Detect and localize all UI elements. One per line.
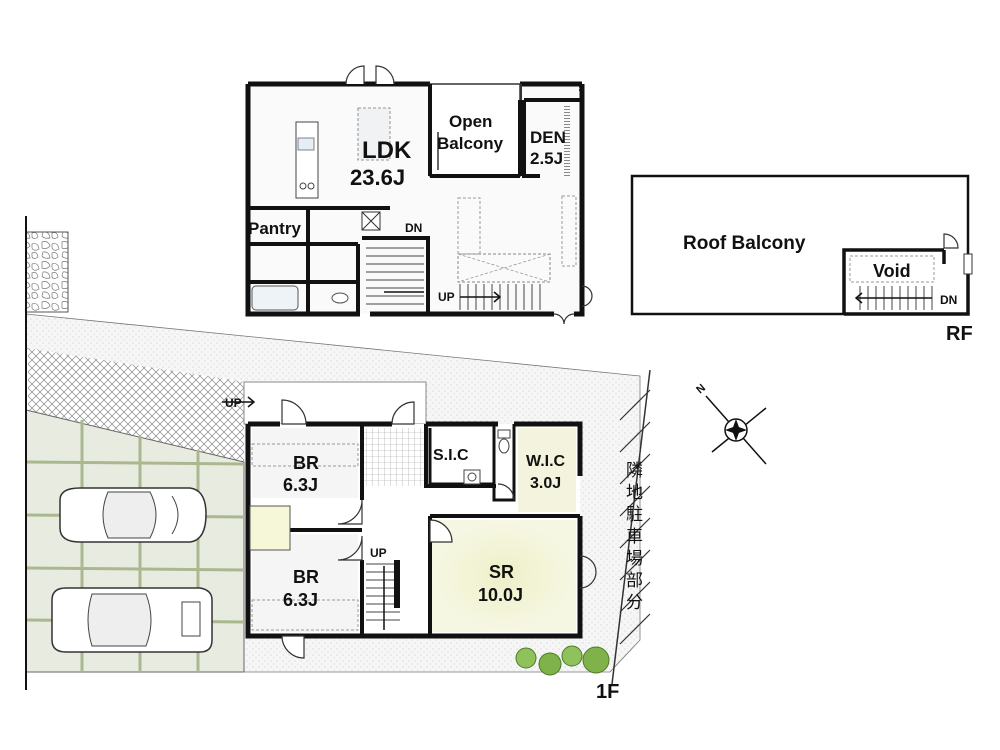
open-balcony-label-line2: Balcony <box>437 134 504 153</box>
neighbor-parking-char: 部 <box>626 571 643 591</box>
br1-name: BR <box>293 453 319 473</box>
stair-2f-dn-label: DN <box>405 221 422 235</box>
neighbor-parking-char: 車 <box>626 527 643 547</box>
neighbor-parking-char: 駐 <box>626 505 643 525</box>
car-top <box>59 487 207 543</box>
br2-name: BR <box>293 567 319 587</box>
sr-size: 10.0J <box>478 585 523 605</box>
stair-2f-up-label: UP <box>438 290 455 304</box>
stair-rf-dn-label: DN <box>940 293 957 307</box>
ldk-name: LDK <box>362 137 412 164</box>
floor-2f: LDK 23.6J Open Balcony DEN 2.5J Pantry D… <box>245 65 593 325</box>
open-balcony <box>429 83 521 177</box>
den-name: DEN <box>530 128 566 147</box>
den-size: 2.5J <box>530 149 563 168</box>
floor-rf: Roof Balcony Void DN RF <box>630 174 973 345</box>
sr-name: SR <box>489 562 514 582</box>
sic-label: S.I.C <box>433 447 469 464</box>
floor-1f: BR 6.3J BR 6.3J S.I.C W.I.C 3.0J SR 10.0… <box>222 381 619 703</box>
compass-icon: N <box>694 382 767 465</box>
compass-north-label: N <box>694 382 708 396</box>
br2-size: 6.3J <box>283 590 318 610</box>
level-rf-label: RF <box>946 323 973 345</box>
neighbor-parking-label: 隣 地 駐 車 場 部 分 <box>626 461 643 613</box>
neighbor-parking-char: 隣 <box>626 461 643 481</box>
br1-size: 6.3J <box>283 475 318 495</box>
void-label: Void <box>873 261 911 281</box>
wic-size: 3.0J <box>530 475 561 492</box>
entry-up-label: UP <box>225 396 242 410</box>
pantry-label: Pantry <box>248 219 301 238</box>
ldk-size: 23.6J <box>350 165 405 190</box>
roof-balcony-label: Roof Balcony <box>683 233 806 254</box>
level-1f-label: 1F <box>596 681 619 703</box>
plants <box>515 645 610 676</box>
stair-1f-up-label: UP <box>370 546 387 560</box>
neighbor-parking-char: 地 <box>626 483 643 503</box>
car-bottom <box>51 587 213 653</box>
neighbor-parking-char: 場 <box>626 549 643 569</box>
wic-name: W.I.C <box>526 453 566 470</box>
neighbor-parking-char: 分 <box>626 593 643 613</box>
level-2f-label: 2F <box>579 83 586 92</box>
open-balcony-label-line1: Open <box>449 112 492 131</box>
roof-balcony <box>630 174 970 316</box>
